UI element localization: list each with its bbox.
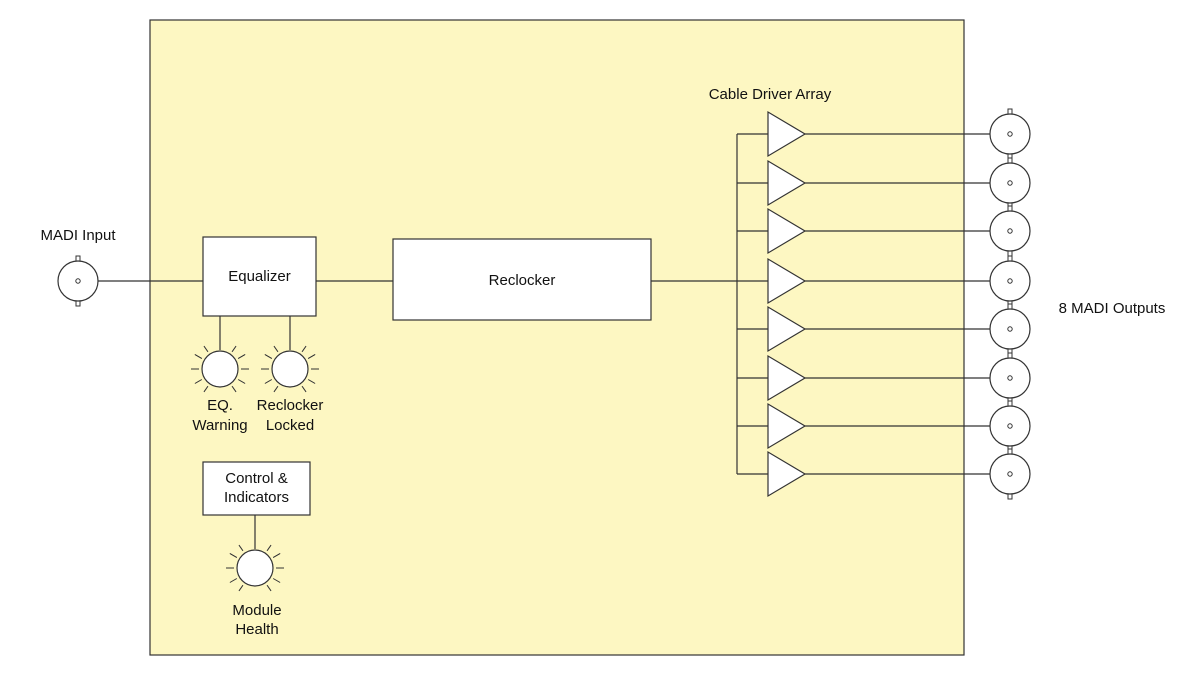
module-health-lamp-icon (226, 544, 284, 592)
reclocker-locked-lamp-icon (261, 345, 319, 393)
eq-warning-label-line2: Warning (192, 417, 247, 434)
reclocker-locked-label-line2: Locked (266, 417, 314, 434)
module-panel (149, 19, 965, 656)
cable-driver-amplifier-icon (767, 450, 807, 498)
madi-outputs-label: 8 MADI Outputs (1059, 300, 1166, 317)
output-channel-6 (737, 352, 1031, 404)
equalizer-block (202, 236, 317, 317)
output-bnc-connector-icon (989, 108, 1031, 160)
cable-driver-array-label: Cable Driver Array (709, 86, 832, 103)
output-channel-8 (737, 448, 1031, 500)
equalizer-label: Equalizer (228, 268, 291, 285)
output-bnc-connector-icon (989, 157, 1031, 209)
output-channel-1 (737, 108, 1031, 160)
control-indicators-label-line1: Control & (225, 470, 288, 487)
reclocker-label: Reclocker (489, 272, 556, 289)
output-bnc-connector-icon (989, 448, 1031, 500)
eq-warning-lamp-icon (191, 345, 249, 393)
output-channel-7 (737, 400, 1031, 452)
madi-input-label: MADI Input (40, 227, 116, 244)
cable-driver-amplifier-icon (767, 110, 807, 158)
eq-warning-label-line1: EQ. (207, 397, 233, 414)
control-indicators-label-line2: Indicators (224, 489, 289, 506)
module-health-label-line2: Health (235, 621, 278, 638)
cable-driver-amplifier-icon (767, 159, 807, 207)
output-bnc-connector-icon (989, 205, 1031, 257)
cable-driver-amplifier-icon (767, 257, 807, 305)
output-bnc-connector-icon (989, 255, 1031, 307)
output-channel-3 (737, 205, 1031, 257)
output-bnc-connector-icon (989, 400, 1031, 452)
reclocker-locked-label-line1: Reclocker (257, 397, 324, 414)
output-bnc-connector-icon (989, 303, 1031, 355)
indicator-lamps (191, 345, 319, 592)
cable-driver-amplifier-icon (767, 207, 807, 255)
cable-driver-amplifier-icon (767, 402, 807, 450)
reclocker-block (392, 238, 652, 321)
output-channel-4 (737, 255, 1031, 307)
cable-driver-amplifier-icon (767, 305, 807, 353)
module-health-label-line1: Module (232, 602, 281, 619)
cable-driver-amplifier-icon (767, 354, 807, 402)
output-channel-5 (737, 303, 1031, 355)
output-channels (737, 108, 1031, 500)
output-channel-2 (737, 157, 1031, 209)
control-indicators-block (202, 461, 311, 516)
input-bnc-connector-icon (57, 255, 99, 307)
output-bnc-connector-icon (989, 352, 1031, 404)
